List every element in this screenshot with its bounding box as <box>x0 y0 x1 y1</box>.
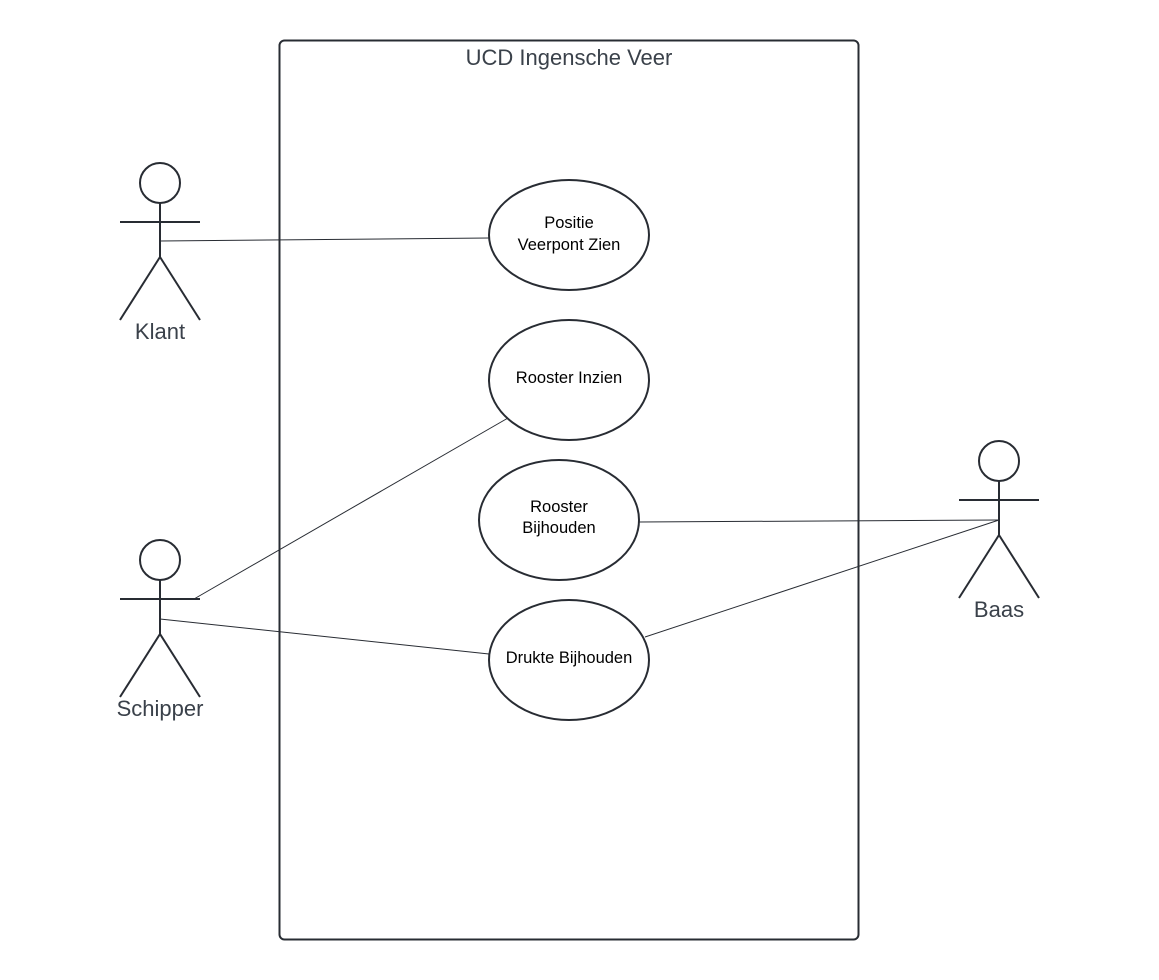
actor-right-leg <box>159 633 201 698</box>
actor-label-baas: Baas <box>974 597 1024 622</box>
association-baas-drukte <box>644 519 1000 638</box>
system-boundary: UCD Ingensche Veer <box>278 39 860 941</box>
actor-right-leg <box>159 256 201 321</box>
use-case-rooster-bijhouden: Rooster Bijhouden <box>478 459 640 581</box>
actor-klant <box>119 162 201 321</box>
association-klant-positie <box>159 237 490 242</box>
association-baas-rooster-bijhouden <box>638 519 1000 523</box>
use-case-label-line: Drukte Bijhouden <box>506 649 633 667</box>
use-case-label-line: Veerpont Zien <box>518 236 621 254</box>
use-case-label-line: Rooster Inzien <box>516 369 622 387</box>
actor-label-schipper: Schipper <box>117 696 204 721</box>
use-case-ellipse <box>478 459 640 581</box>
use-case-drukte-bijhouden: Drukte Bijhouden <box>488 599 650 721</box>
actor-left-leg <box>958 534 1000 599</box>
actor-baas <box>958 440 1040 599</box>
use-case-rooster-inzien: Rooster Inzien <box>488 319 650 441</box>
use-case-positie-veerpont-zien: Positie Veerpont Zien <box>488 179 650 291</box>
use-case-label-line: Positie <box>544 214 594 232</box>
actor-left-leg <box>119 633 161 698</box>
use-case-label-line: Bijhouden <box>522 519 595 537</box>
use-case-ellipse <box>488 179 650 291</box>
associations <box>159 237 1000 655</box>
association-schipper-rooster-inzien <box>193 417 509 600</box>
actor-schipper <box>119 539 201 698</box>
system-title: UCD Ingensche Veer <box>466 45 673 70</box>
system-boundary-frame <box>278 39 860 941</box>
actor-label-klant: Klant <box>135 319 185 344</box>
actor-left-leg <box>119 256 161 321</box>
use-case-ellipse <box>488 319 650 441</box>
actor-head <box>139 539 181 581</box>
actor-right-leg <box>998 534 1040 599</box>
use-case-label-line: Rooster <box>530 498 588 516</box>
actor-head <box>139 162 181 204</box>
use-case-ellipse <box>488 599 650 721</box>
actor-head <box>978 440 1020 482</box>
association-schipper-drukte <box>159 618 490 655</box>
